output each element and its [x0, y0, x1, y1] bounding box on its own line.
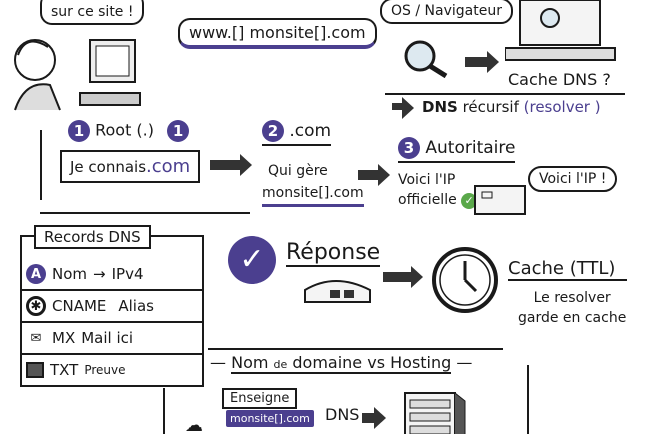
records-title: Records DNS — [34, 225, 151, 249]
com-domain: monsite[].com — [262, 182, 364, 207]
divider — [208, 348, 503, 350]
record-desc: Mail ici — [81, 329, 134, 347]
arrow-icon — [358, 164, 390, 186]
record-type: Nom — [52, 265, 88, 283]
packet-icon — [300, 276, 375, 308]
domain-badge: monsite[].com — [226, 410, 314, 427]
sign-label: Enseigne — [230, 391, 290, 406]
root-text: Je connais — [70, 158, 147, 176]
arrow-icon — [210, 154, 252, 176]
arrow-icon — [392, 97, 414, 119]
step-auth-title: 3 Autoritaire — [398, 137, 516, 163]
server-rack-icon — [400, 388, 475, 438]
record-a: A Nom → IPv4 — [22, 259, 202, 291]
divider — [40, 212, 250, 214]
record-cname: ✱ CNAME Alias — [22, 291, 202, 323]
user-illustration — [0, 25, 150, 111]
user-speech-text: sur ce site ! — [51, 4, 134, 20]
user-speech-bubble: sur ce site ! — [40, 0, 145, 25]
cache-ttl-desc: Le resolver garde en cache — [518, 288, 626, 328]
arrow-icon — [362, 407, 386, 429]
recursive-dns-strong: DNS — [422, 98, 458, 116]
step-number-badge: 1 — [167, 120, 190, 142]
cloud-icon: ☁ — [185, 415, 203, 436]
step-title: Root (.) — [95, 120, 154, 140]
root-com: .com — [146, 156, 191, 177]
auth-text-line: officielle — [398, 192, 457, 208]
person-at-computer-icon — [14, 39, 141, 111]
step-com-title: 2 .com — [262, 120, 332, 146]
auth-speech-bubble: Voici l'IP ! — [528, 166, 618, 192]
record-type: CNAME — [52, 297, 107, 315]
gear-icon: ✱ — [26, 296, 46, 316]
cache-desc-line: garde en cache — [518, 310, 627, 326]
hosting-title: — Nom de domaine vs Hosting — — [210, 353, 473, 374]
step-number-badge: 3 — [398, 137, 420, 159]
dns-label: DNS — [325, 405, 360, 424]
os-browser-label: OS / Navigateur — [380, 0, 513, 24]
resolver-label: (resolver ) — [523, 98, 601, 116]
recursive-dns-text: récursif — [462, 98, 519, 116]
record-type: MX — [52, 329, 76, 347]
cache-desc-line: Le resolver — [533, 290, 611, 306]
divider — [385, 93, 625, 95]
magnifier-icon — [398, 38, 458, 82]
recursive-dns-label: DNS récursif (resolver ) — [422, 98, 601, 116]
auth-speech-text: Voici l'IP ! — [539, 171, 607, 187]
os-browser-text: OS / Navigateur — [391, 3, 502, 19]
divider — [527, 365, 529, 434]
hosting-title-part: domaine vs Hosting — [292, 353, 452, 372]
arrow-icon — [465, 51, 499, 73]
cache-dns-label: Cache DNS ? — [508, 70, 611, 89]
auth-text-line: Voici l'IP — [398, 172, 456, 188]
server-icon — [470, 178, 530, 222]
response-label: Réponse — [286, 240, 381, 267]
record-desc: IPv4 — [111, 265, 144, 283]
record-mx: ✉ MX Mail ici — [22, 323, 202, 355]
record-txt: TXT Preuve — [22, 355, 202, 385]
record-desc: Preuve — [84, 363, 126, 377]
record-type: TXT — [50, 361, 79, 379]
hosting-title-part: de — [273, 358, 288, 371]
arrow-icon — [383, 266, 423, 288]
arrow-icon: → — [93, 265, 106, 283]
auth-text: Voici l'IP officielle ✓ — [398, 170, 478, 210]
document-icon — [26, 362, 44, 378]
divider — [40, 130, 42, 200]
router-icon — [504, 0, 625, 69]
sign-box: Enseigne — [222, 388, 298, 409]
step-title: .com — [289, 121, 332, 141]
record-desc: Alias — [118, 297, 154, 315]
records-panel: Records DNS A Nom → IPv4 ✱ CNAME Alias ✉ MX… — [20, 225, 204, 387]
step-root-title: 1 Root (.) 1 — [68, 120, 190, 142]
step-number-badge: 2 — [262, 120, 284, 142]
com-text: Qui gère monsite[].com — [262, 160, 364, 207]
url-text: www.[] monsite[].com — [189, 23, 366, 42]
url-bubble: www.[] monsite[].com — [178, 18, 377, 49]
step-title: Autoritaire — [425, 138, 516, 158]
a-record-icon: A — [26, 264, 46, 284]
hosting-title-part: Nom — [231, 353, 269, 372]
envelope-icon: ✉ — [30, 330, 42, 346]
divider — [163, 388, 165, 434]
check-icon: ✓ — [461, 193, 478, 209]
check-circle-icon: ✓ — [228, 236, 276, 284]
root-box: Je connais.com — [60, 150, 201, 183]
cache-ttl-title: Cache (TTL) — [508, 258, 628, 281]
step-number-badge: 1 — [68, 120, 90, 142]
com-text-line: Qui gère — [268, 163, 328, 179]
clock-icon — [430, 245, 500, 319]
